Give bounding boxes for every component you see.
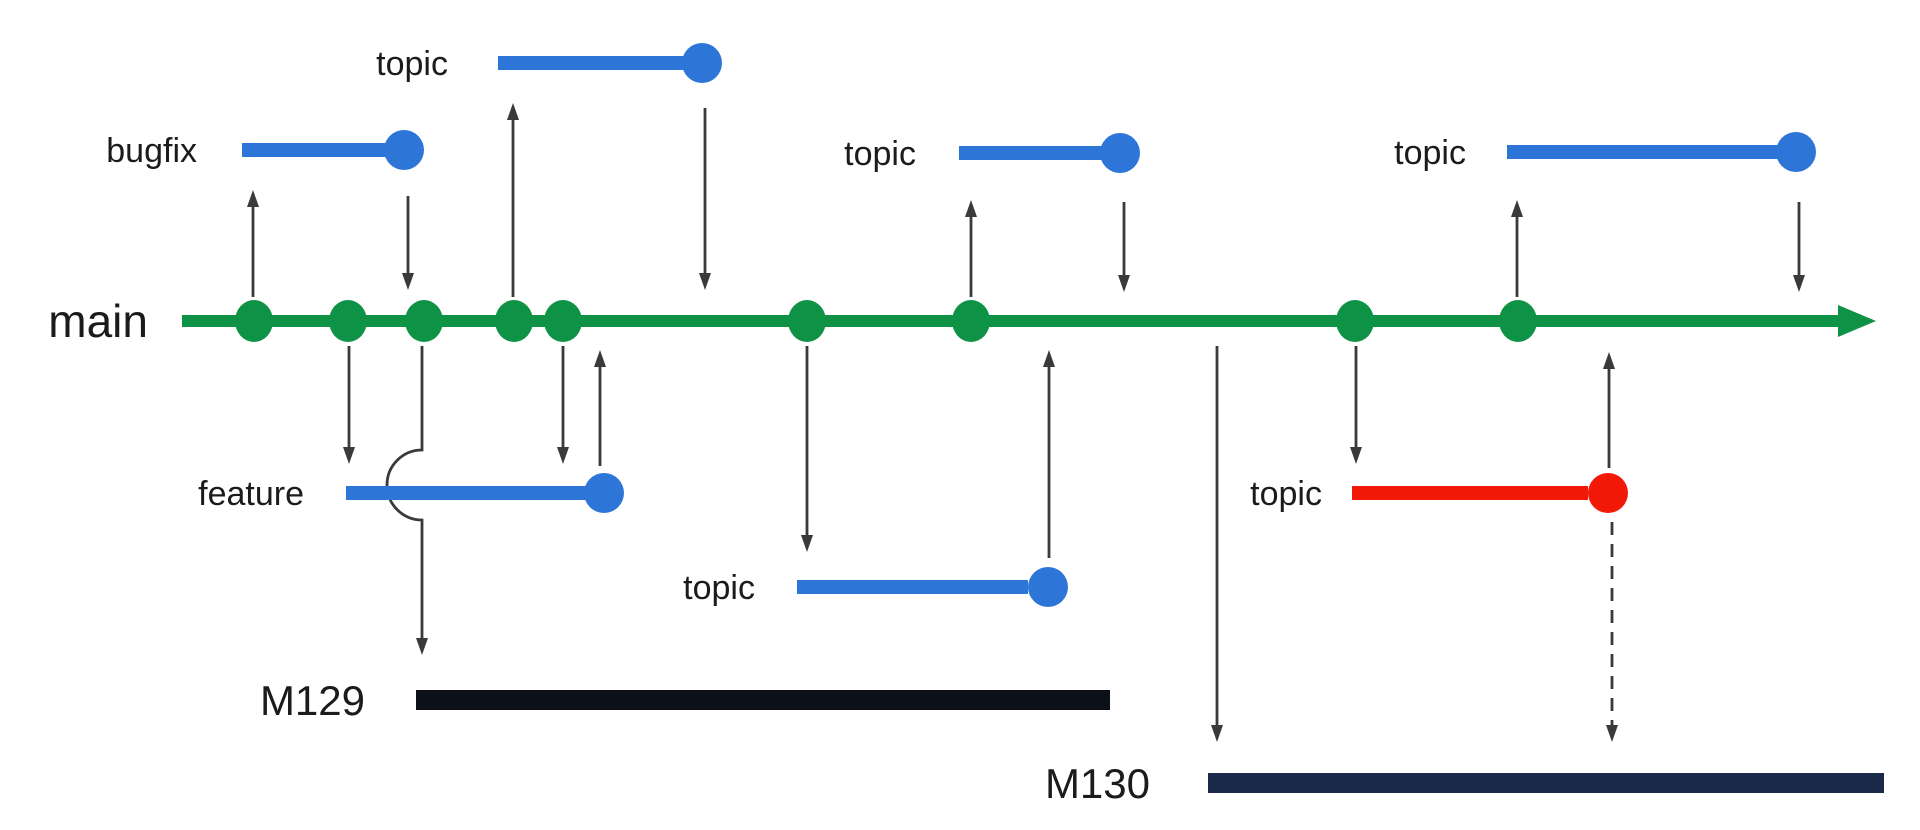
branch-to-topic-mid-arrowhead <box>965 200 977 217</box>
branch-to-topic-release-arrowhead <box>1350 447 1362 464</box>
topic-release-head-dot <box>1588 473 1628 513</box>
merge-topic-right-to-main-arrowhead <box>1793 275 1805 292</box>
merge-feature-to-main-arrowhead <box>594 350 606 367</box>
topic-bottom-label: topic <box>683 569 755 607</box>
main-to-m129-arrow-line <box>385 346 424 638</box>
main-commit-dot <box>235 300 273 342</box>
feature-head-dot <box>584 473 624 513</box>
main-commit-dot <box>1336 300 1374 342</box>
main-commit-dot <box>544 300 582 342</box>
merge-topic-mid-to-main-arrowhead <box>1118 275 1130 292</box>
main-label: main <box>48 295 148 347</box>
merge-topic-release-to-main-arrowhead <box>1603 352 1615 369</box>
topic-release-to-m130-arrowhead <box>1606 725 1618 742</box>
update-feature-arrowhead <box>557 447 569 464</box>
branch-to-topic-right-arrowhead <box>1511 200 1523 217</box>
topic-right-label: topic <box>1394 134 1466 172</box>
branch-to-topic-bottom-arrowhead <box>801 535 813 552</box>
topic-mid-label: topic <box>844 135 916 173</box>
branch-to-topic-top-arrowhead <box>507 103 519 120</box>
main-commit-dot <box>495 300 533 342</box>
main-commit-dot <box>952 300 990 342</box>
m129-label: M129 <box>260 677 365 724</box>
branch-to-feature-arrowhead <box>343 447 355 464</box>
main-commit-dot <box>788 300 826 342</box>
merge-topic-top-to-main-arrowhead <box>699 273 711 290</box>
bugfix-head-dot <box>384 130 424 170</box>
main-commit-dot <box>329 300 367 342</box>
main-branch-arrowhead <box>1838 305 1876 337</box>
topic-right-head-dot <box>1776 132 1816 172</box>
m129-bar <box>416 690 1110 710</box>
branch-to-bugfix-arrowhead <box>247 190 259 207</box>
topic-mid-head-dot <box>1100 133 1140 173</box>
topic-top-head-dot <box>682 43 722 83</box>
main-commit-dot <box>1499 300 1537 342</box>
topic-release-label: topic <box>1250 475 1322 513</box>
main-to-m129-arrowhead <box>416 638 428 655</box>
feature-label: feature <box>198 475 304 513</box>
merge-bugfix-to-main-arrowhead <box>402 273 414 290</box>
topic-top-label: topic <box>376 45 448 83</box>
main-to-m130-arrowhead <box>1211 725 1223 742</box>
main-commit-dot <box>405 300 443 342</box>
bugfix-label: bugfix <box>106 132 197 170</box>
m130-bar <box>1208 773 1884 793</box>
m130-label: M130 <box>1045 760 1150 807</box>
topic-bottom-head-dot <box>1028 567 1068 607</box>
merge-topic-bottom-to-main-arrowhead <box>1043 350 1055 367</box>
